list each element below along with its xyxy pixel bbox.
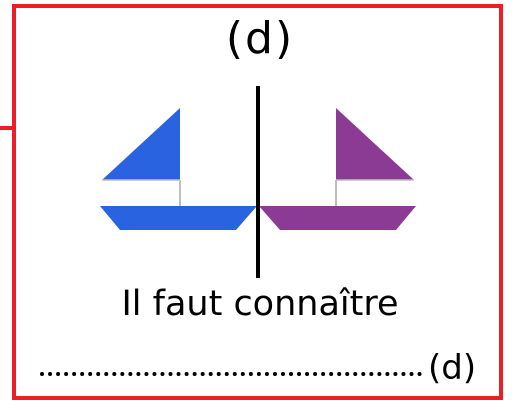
- right-hull: [259, 206, 416, 230]
- caption-text: Il faut connaître: [121, 284, 399, 324]
- answer-blank[interactable]: [40, 346, 422, 376]
- axis-label: (d): [225, 13, 295, 64]
- left-sail: [102, 108, 180, 180]
- answer-suffix: (d): [428, 348, 477, 388]
- frame-connector: [0, 126, 14, 130]
- answer-line: (d): [40, 346, 500, 390]
- right-sail: [336, 108, 414, 180]
- right-boat: [259, 108, 416, 230]
- left-hull: [100, 206, 257, 230]
- left-boat: [100, 108, 257, 230]
